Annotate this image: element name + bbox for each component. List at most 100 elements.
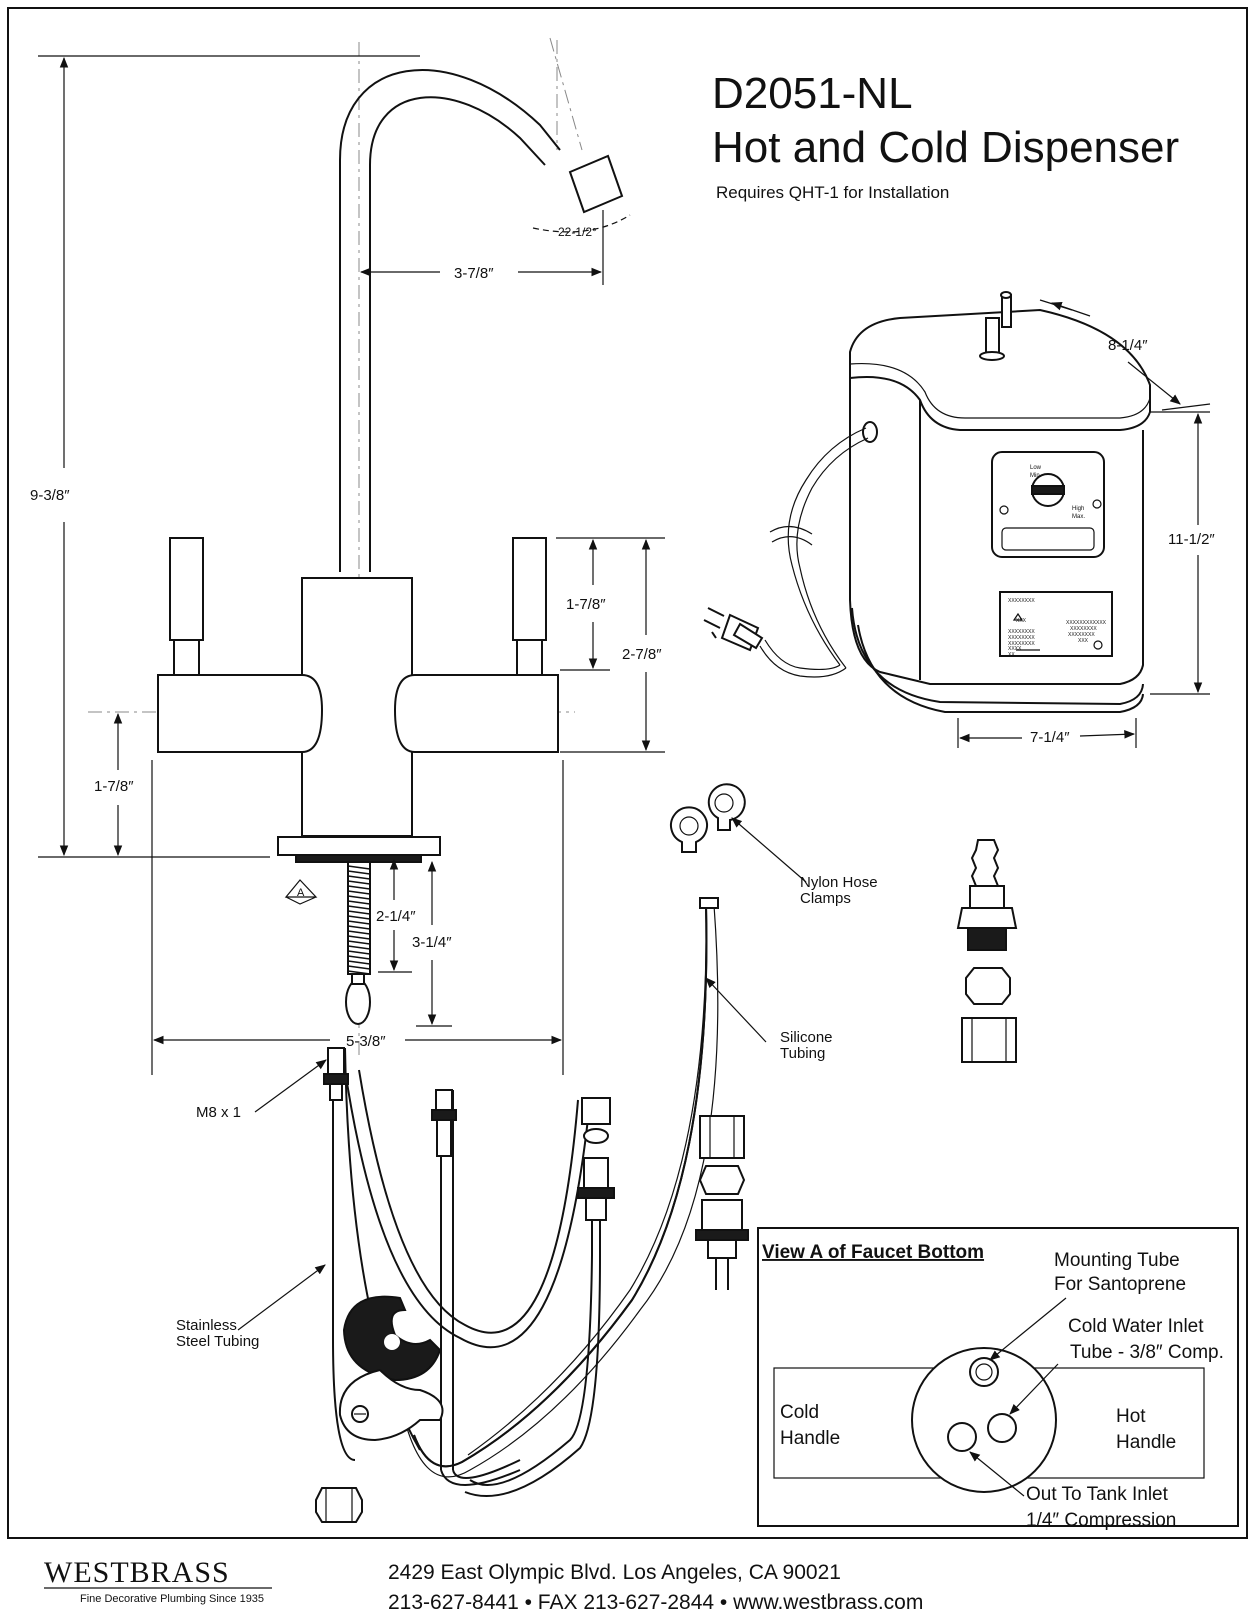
svg-text:Max.: Max. [1072,514,1085,520]
svg-text:XXXXXXXX: XXXXXXXX [1008,635,1035,641]
footer-contact: 213-627-8441 • FAX 213-627-2844 • www.we… [388,1591,923,1614]
label-mounting-tube-2: For Santoprene [1054,1274,1186,1295]
install-note: Requires QHT-1 for Installation [716,183,949,202]
spout [339,69,561,572]
thread-line [347,890,371,895]
svg-text:XXXX: XXXX [1008,646,1022,652]
dim-tank-height: 11-1/2″ [1168,531,1215,548]
dim-shank-total: 3-1/4″ [412,934,452,951]
thread-line [347,885,371,890]
faucet-dimensions: 9-3/8″ 3-7/8″ 1-7/8″ 2-7/8″ 1-7/8″ 2-1/4… [30,55,665,1075]
nylon-hose-clamps: Nylon Hose Clamps [670,783,878,907]
label-out-tank-1: Out To Tank Inlet [1026,1484,1169,1505]
thread-line [347,880,371,885]
hot-handle-lever [512,537,547,641]
thread-line [347,945,371,950]
label-mounting-tube-1: Mounting Tube [1054,1250,1180,1271]
thread-line [347,895,371,900]
threaded-shank [347,861,371,975]
footer: WESTBRASS Fine Decorative Plumbing Since… [44,1556,923,1614]
base-plate [277,836,441,856]
cold-handle [157,674,324,753]
svg-text:XXXXXXXX: XXXXXXXX [1008,629,1035,635]
label-steel-2: Steel Tubing [176,1333,259,1350]
label-cold-inlet-2: Tube - 3/8″ Comp. [1070,1342,1224,1363]
svg-text:A: A [297,887,305,899]
spout-tip [568,154,624,214]
label-hot-handle-1: Hot [1116,1406,1146,1427]
faucet-bottom-circle [911,1347,1057,1493]
thread-line [347,955,371,960]
svg-text:XXXXXXXX: XXXXXXXX [1008,641,1035,647]
cold-handle-lever [169,537,204,641]
page-border [7,7,1248,1539]
svg-text:Low: Low [1030,465,1042,471]
svg-text:Min.: Min. [1030,473,1042,479]
thread-line [347,935,371,940]
mounting-tube-port [969,1357,999,1387]
brand-logo: WESTBRASS [44,1556,230,1589]
dim-tank-depth: 8-1/4″ [1108,337,1148,354]
hot-handle [393,674,559,753]
label-hose-clamps-1: Nylon Hose [800,874,878,891]
label-cold-inlet-1: Cold Water Inlet [1068,1316,1204,1337]
dim-handle-height: 1-7/8″ [566,596,606,613]
label-cold-handle-1: Cold [780,1402,819,1423]
view-a-marker: A [284,879,318,905]
footer-address: 2429 East Olympic Blvd. Los Angeles, CA … [388,1561,841,1584]
thread-line [347,950,371,955]
rating-label [999,591,1113,657]
tank-outlet-port [947,1422,977,1452]
brand-tagline: Fine Decorative Plumbing Since 1935 [80,1593,264,1605]
thread-line [347,920,371,925]
title-block: D2051-NL Hot and Cold Dispenser Requires… [712,69,1179,202]
label-steel-1: Stainless [176,1317,237,1334]
hot-water-tank: Low Min. High Max. XXXXXXXX XXX XXXXXXXX… [703,291,1151,713]
tank-lid [849,308,1151,431]
thread-line [347,865,371,870]
label-hose-clamps-2: Clamps [800,890,851,907]
svg-text:High: High [1072,506,1084,512]
stainless-steel-tubing: Stainless Steel Tubing M8 x 1 [176,1047,591,1486]
shank-tip [345,979,371,1025]
tank-inlet-fitting [956,839,1018,1063]
dim-overall-width: 5-3/8″ [346,1033,386,1050]
faucet-drawing: 22-1/2° A [88,37,631,1060]
label-hot-handle-2: Handle [1116,1432,1176,1453]
label-silicone-1: Silicone [780,1029,833,1046]
label-thread: M8 x 1 [196,1104,241,1121]
thread-line [347,905,371,910]
dim-tank-width: 7-1/4″ [1030,729,1070,746]
view-a-title: View A of Faucet Bottom [762,1242,984,1263]
label-cold-handle-2: Handle [780,1428,840,1449]
model-number: D2051-NL [712,69,913,118]
thread-line [347,870,371,875]
mounting-nut [315,1487,363,1523]
thread-line [347,930,371,935]
dim-spout-reach: 3-7/8″ [454,265,494,282]
label-silicone-2: Tubing [780,1045,825,1062]
svg-text:XXXXXXXXXXXX: XXXXXXXXXXXX [1066,620,1107,626]
thread-line [347,900,371,905]
thread-line [347,970,371,975]
svg-text:XX: XX [1008,652,1015,658]
dim-spout-angle: 22-1/2° [558,225,597,239]
dim-handle-base: 1-7/8″ [94,778,134,795]
thread-line [347,940,371,945]
svg-text:XXX: XXX [1078,638,1089,644]
compression-fittings [464,1097,749,1497]
thread-line [347,965,371,970]
thread-line [347,925,371,930]
tank-dimensions: 8-1/4″ 11-1/2″ 7-1/4″ [957,299,1215,748]
thread-line [347,875,371,880]
mounting-hardware [315,1295,444,1523]
power-plug [703,607,764,652]
label-out-tank-2: 1/4″ Compression [1026,1510,1176,1531]
svg-text:XXXXXXXX: XXXXXXXX [1070,626,1097,632]
svg-text:XXXXXXXX: XXXXXXXX [1008,598,1035,604]
svg-text:XXXXXXXX: XXXXXXXX [1068,632,1095,638]
product-name: Hot and Cold Dispenser [712,123,1179,172]
thread-line [347,915,371,920]
dim-shank-length: 2-1/4″ [376,908,416,925]
